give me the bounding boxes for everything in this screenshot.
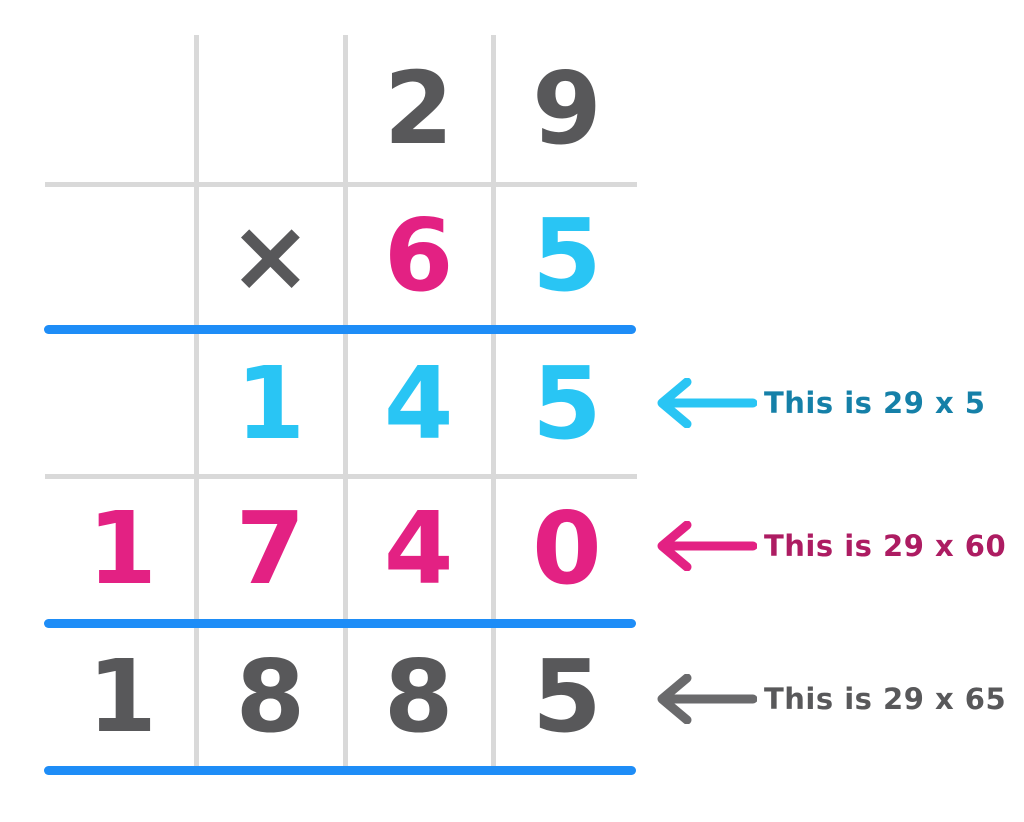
digit-cell: 5 — [532, 345, 602, 462]
arrow-left-icon — [652, 674, 757, 724]
multiply-sign: × — [228, 197, 313, 314]
grid-vertical-line-2 — [343, 35, 348, 770]
digit-cell: 7 — [235, 490, 306, 607]
multiplier-row: × 6 5 — [48, 187, 641, 325]
digit-cell: 5 — [532, 638, 602, 755]
digit-cell: 0 — [532, 490, 602, 607]
digit-cell: 8 — [383, 638, 454, 755]
digit-cell: 5 — [532, 197, 602, 314]
grid-vertical-line-1 — [194, 35, 199, 770]
annotation-partial-product-2: This is 29 x 60 — [764, 529, 1007, 563]
digit-cell: 1 — [87, 490, 157, 607]
blue-rule-under-multiplier — [44, 325, 636, 334]
grid-vertical-line-3 — [491, 35, 496, 770]
partial-product-1-row: 1 4 5 — [48, 334, 641, 474]
digit-cell: 1 — [87, 638, 157, 755]
digit-cell: 2 — [383, 49, 454, 167]
partial-product-2-row: 1 7 4 0 — [48, 479, 641, 619]
grid-horizontal-line-2 — [45, 474, 637, 479]
arrow-left-icon — [652, 521, 757, 571]
digit-cell: 9 — [532, 49, 602, 167]
digit-cell: 6 — [383, 197, 454, 314]
product-row: 1 8 8 5 — [48, 628, 641, 766]
blue-rule-under-partial-products — [44, 619, 636, 628]
digit-cell: 4 — [383, 490, 454, 607]
annotation-partial-product-1: This is 29 x 5 — [764, 386, 986, 420]
multiplicand-row: 2 9 — [48, 35, 641, 182]
annotation-product: This is 29 x 65 — [764, 682, 1007, 716]
grid-horizontal-line-1 — [45, 182, 637, 187]
digit-cell: 1 — [235, 345, 306, 462]
arrow-left-icon — [652, 378, 757, 428]
digit-cell: 8 — [235, 638, 306, 755]
digit-cell: 4 — [383, 345, 454, 462]
blue-rule-under-product — [44, 766, 636, 775]
